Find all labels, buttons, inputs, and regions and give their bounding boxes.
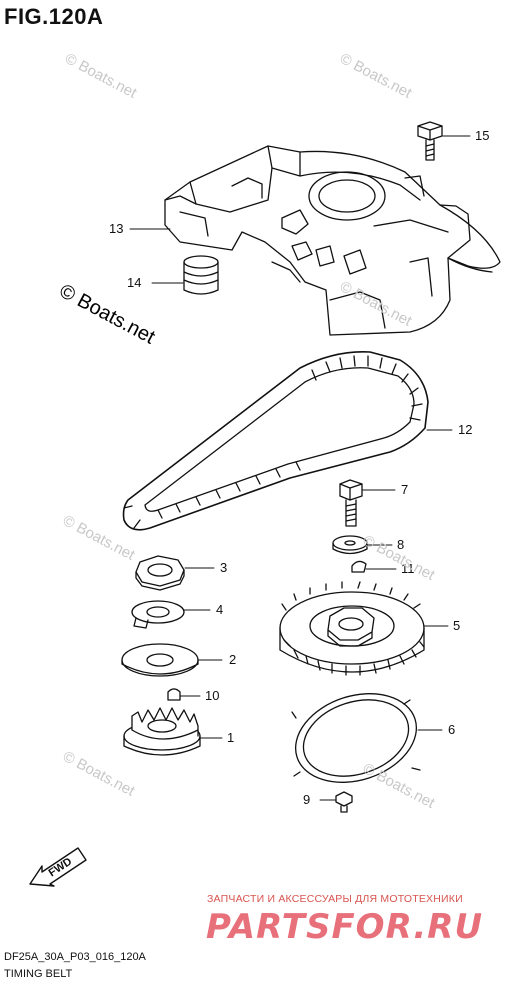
timing-belt-cover [164,145,501,336]
figure-title: FIG.120A [4,4,104,29]
callout-11: 11 [401,561,415,576]
figure-code: DF25A_30A_P03_016_120A [4,951,146,963]
callout-7: 7 [401,482,409,497]
callout-13: 13 [109,221,124,236]
key-10 [167,688,181,701]
callout-12: 12 [458,422,473,437]
timing-belt-12 [122,351,429,531]
callout-3: 3 [220,560,228,575]
bolt-7 [339,479,363,527]
callout-1: 1 [227,730,235,745]
leader-lines [129,135,471,801]
nut-3 [135,555,185,591]
damper-14 [183,255,219,295]
figure-subtitle: TIMING BELT [4,968,73,980]
callout-6: 6 [448,722,456,737]
callout-10: 10 [205,688,220,703]
guide-plate-2 [121,643,199,677]
guide-ring-6 [291,693,421,783]
callout-8: 8 [397,537,405,552]
callout-2: 2 [229,652,237,667]
forward-arrow-icon: FWD [29,847,87,887]
crank-pulley-1 [123,707,201,756]
dealer-tagline: ЗАПЧАСТИ И АКСЕССУАРЫ ДЛЯ МОТОТЕХНИКИ [207,893,463,905]
screw-9 [335,791,353,813]
cam-pulley-5 [279,581,425,676]
plate-4 [131,600,185,629]
key-11 [351,560,367,573]
callout-15: 15 [475,128,490,143]
washer-8 [332,535,368,555]
callout-5: 5 [453,618,461,633]
bolt-15 [417,121,443,161]
callout-9: 9 [303,792,311,807]
callout-4: 4 [216,602,224,617]
dealer-logo: PARTSFOR.RU [206,907,484,947]
callout-14: 14 [127,275,142,290]
